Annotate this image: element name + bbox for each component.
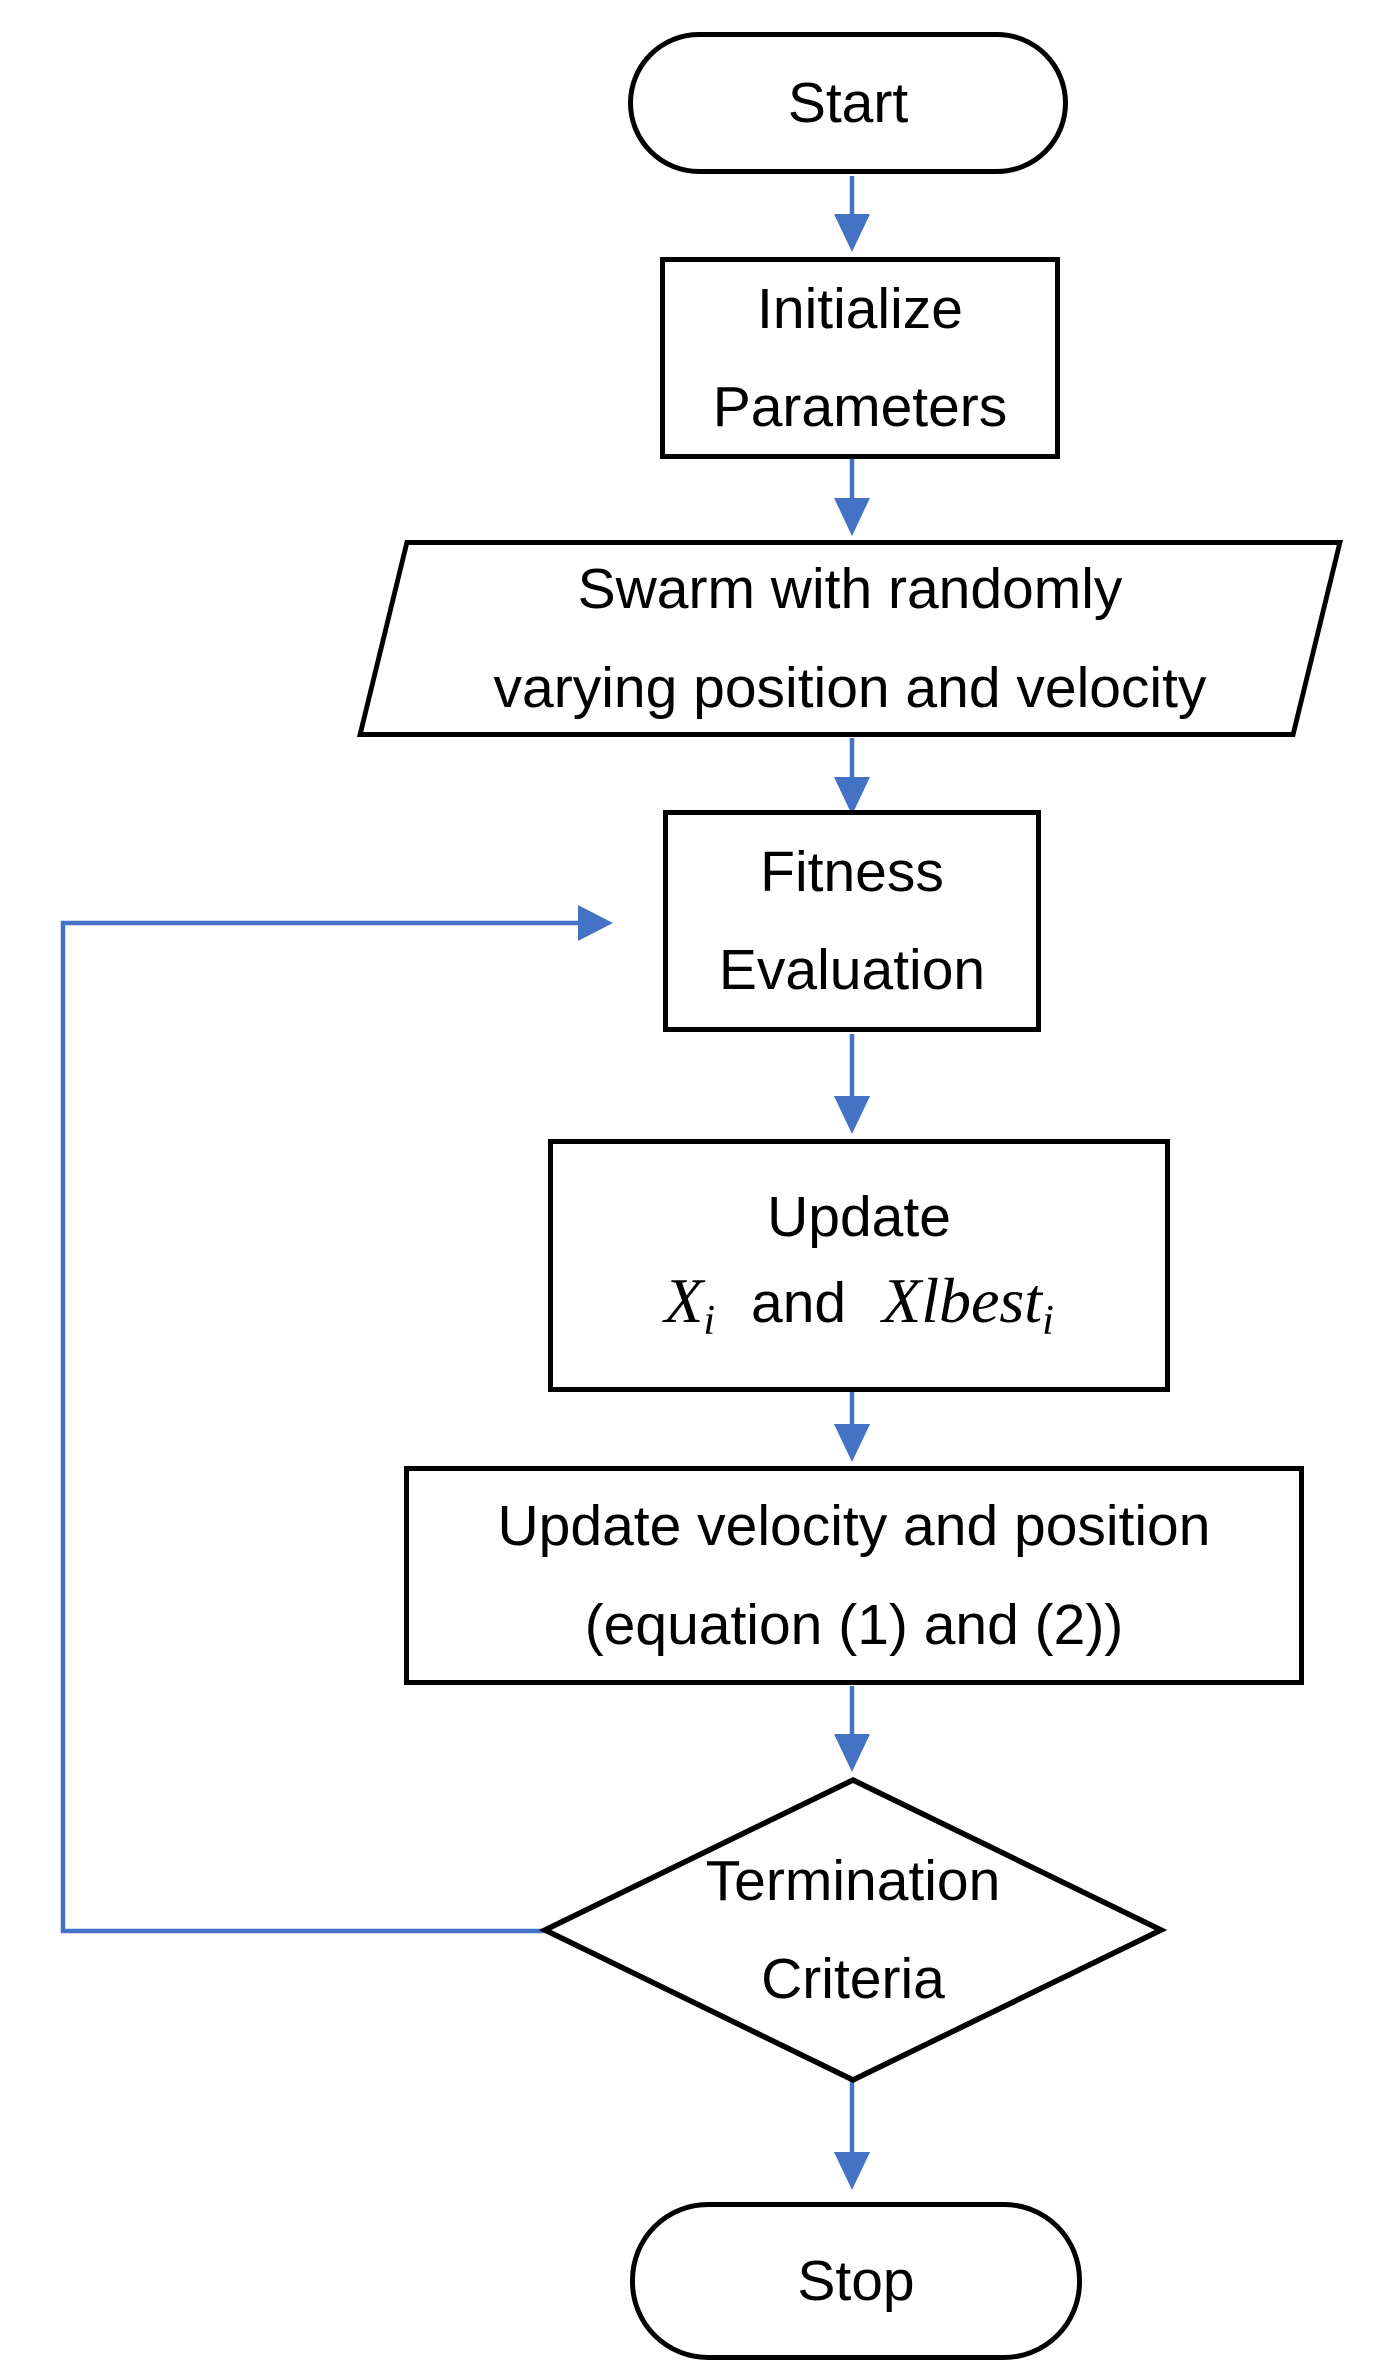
arrowhead-down-icon	[834, 498, 870, 536]
initialize-label-line1: Initialize	[757, 276, 963, 341]
edge-termination-stop	[834, 2081, 870, 2190]
and-text: and	[751, 1271, 847, 1335]
x-subscript: i	[703, 1298, 715, 1344]
swarm-label-line1: Swarm with randomly	[577, 557, 1123, 622]
arrowhead-right-icon	[578, 905, 613, 941]
stop-label: Stop	[797, 2248, 915, 2313]
start-label: Start	[787, 70, 909, 135]
fitness-label-line2: Evaluation	[718, 938, 986, 1002]
edge-fitness-update-best	[834, 1034, 870, 1134]
termination-label-line2: Criteria	[761, 1947, 945, 2011]
arrowhead-down-icon	[834, 1096, 870, 1134]
arrowhead-down-icon	[834, 1734, 870, 1772]
update-velocity-label-line1: Update velocity and position	[497, 1494, 1211, 1559]
xlbest-subscript: i	[1042, 1298, 1054, 1344]
edge-line	[60, 920, 578, 1934]
arrowhead-down-icon	[834, 1424, 870, 1462]
edge-initialize-swarm	[834, 459, 870, 536]
update-velocity-process: Update velocity and position (equation (…	[404, 1466, 1304, 1685]
edge-swarm-fitness	[834, 738, 870, 815]
fitness-label-line1: Fitness	[760, 839, 944, 904]
arrowhead-down-icon	[834, 214, 870, 252]
edge-termination-fitness-loop	[60, 905, 613, 1934]
swarm-input-text: Swarm with randomly varying position and…	[381, 540, 1319, 737]
initialize-parameters-process: Initialize Parameters	[660, 257, 1060, 459]
swarm-label-line2: varying position and velocity	[493, 655, 1207, 720]
termination-decision-text: Termination Criteria	[545, 1780, 1161, 2080]
termination-label-line1: Termination	[705, 1848, 1001, 1913]
update-velocity-label-line2: (equation (1) and (2))	[584, 1592, 1124, 1657]
start-terminator: Start	[628, 32, 1068, 174]
x-symbol: X	[664, 1265, 704, 1336]
xlbest-symbol: Xlbest	[882, 1265, 1043, 1336]
edge-start-initialize	[834, 176, 870, 252]
edge-update-velocity-termination	[834, 1686, 870, 1772]
initialize-label-line2: Parameters	[712, 375, 1008, 439]
arrowhead-down-icon	[834, 2152, 870, 2190]
update-best-label: Update	[767, 1185, 951, 1249]
stop-terminator: Stop	[630, 2202, 1082, 2360]
fitness-evaluation-process: Fitness Evaluation	[663, 810, 1041, 1032]
edge-update-best-update-velocity	[834, 1392, 870, 1462]
